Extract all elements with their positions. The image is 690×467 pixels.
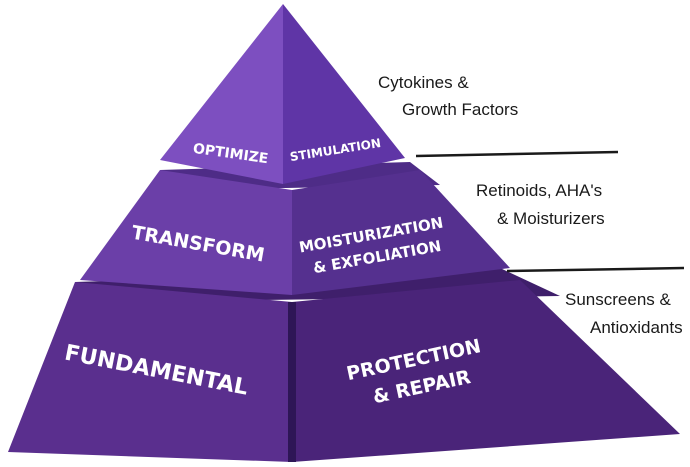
note-retinoids-line2: & Moisturizers [497, 209, 605, 228]
tier-transform-left-face [80, 170, 292, 295]
note-cytokines-line1: Cytokines & [378, 73, 469, 92]
divider-line-upper [415, 150, 619, 158]
tier-fundamental [8, 268, 680, 462]
note-cytokines-line2: Growth Factors [402, 100, 518, 119]
tier-fundamental-edge [288, 302, 296, 462]
tier-fundamental-left-face [8, 282, 292, 462]
note-retinoids-line1: Retinoids, AHA's [476, 181, 602, 200]
tier-optimize-right-face [283, 4, 405, 184]
tier-transform-right-face [292, 170, 510, 295]
note-sunscreens-line1: Sunscreens & [565, 290, 671, 309]
divider-line-lower [506, 266, 685, 273]
tier-optimize-left-face [160, 4, 283, 184]
tier-optimize [160, 4, 405, 184]
note-sunscreens-line2: Antioxidants [590, 318, 683, 337]
tier-fundamental-right-face [292, 280, 680, 462]
